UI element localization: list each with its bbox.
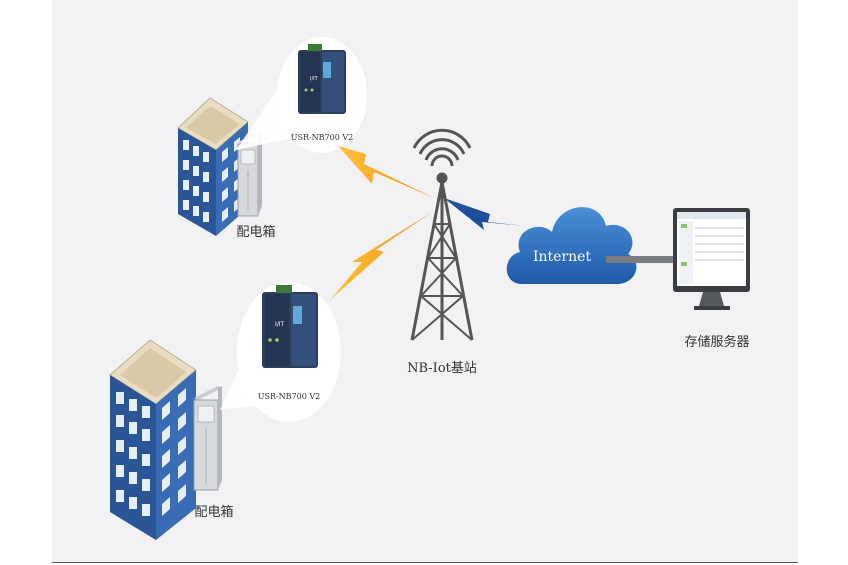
cabinet-bottom-label: 配电箱 [194,504,233,520]
base-station-label: NB-Iot基站 [407,361,477,376]
distribution-cabinet-bottom [193,386,222,491]
bottom-divider [52,562,798,563]
cloud-label: Internet [533,249,591,265]
svg-text:I/IT: I/IT [310,76,319,82]
device-top: I/IT [236,37,367,153]
base-station-tower [410,172,474,341]
wireless-link-bottom [330,212,432,300]
wired-link [606,256,676,263]
device-bottom-model: USR-NB700 V2 [258,392,321,401]
device-top-model: USR-NB700 V2 [291,133,354,142]
building-bottom [109,339,197,540]
device-bottom: I/IT [220,282,341,422]
distribution-cabinet-top [237,132,262,217]
wireless-link-top [338,146,434,198]
svg-text:I/IT: I/IT [275,321,285,328]
internet-cloud [506,207,637,285]
cabinet-top-label: 配电箱 [236,224,275,240]
wireless-link-internet [444,198,526,230]
server-label: 存储服务器 [684,334,749,350]
signal-waves-icon [412,128,472,167]
server-monitor-icon [673,208,750,310]
